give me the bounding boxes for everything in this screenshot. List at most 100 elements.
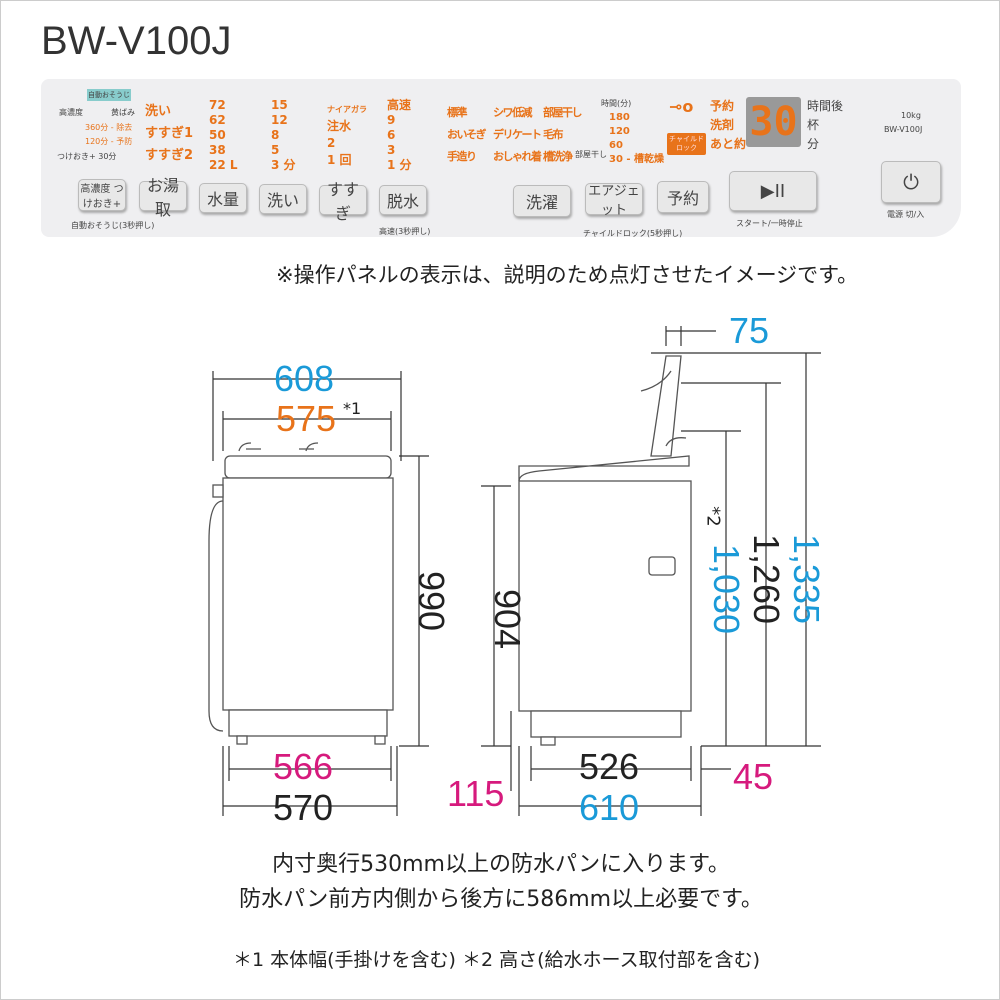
label: 杯 (807, 118, 820, 132)
capacity-label: 10kg (901, 111, 921, 120)
auto-clean-hint: 自動おそうじ(3秒押し) (71, 221, 155, 230)
dim-foot-outer: 570 (273, 787, 334, 828)
laundry-button[interactable]: 洗濯 (513, 185, 571, 217)
dim-height-lid-open: 1,260 (746, 533, 788, 625)
panel-label: 360分 - 除去 (85, 123, 133, 132)
label: 15 (271, 98, 288, 112)
label: あと約 (710, 137, 747, 151)
label: 120 (609, 126, 630, 137)
course: 部屋干し (543, 106, 583, 119)
dim-height-side: 904 (487, 588, 529, 650)
requirement-line-1: 内寸奥行530mm以上の防水パンに入ります。 (272, 852, 730, 877)
dim-width-total: 608 (274, 358, 335, 399)
course: おいそぎ (447, 128, 487, 141)
dim-height-total: 1,335 (786, 533, 828, 625)
model-title: BW-V100J (41, 19, 232, 63)
course-grid: 標準 シワ低減部屋干し おいそぎデリケート毛布 手造り おしゃれ着槽洗浄 (447, 104, 583, 164)
label: 50 (209, 128, 226, 142)
label: 分 (807, 137, 820, 151)
label: 5 (271, 143, 280, 157)
course: おしゃれ着 (493, 150, 542, 163)
course: 手造り (447, 150, 477, 163)
requirement-line-2: 防水パン前方内側から後方に586mm以上必要です。 (239, 887, 763, 912)
label: すすぎ1 (145, 126, 194, 141)
label: 72 (209, 98, 226, 112)
panel-label: 120分 - 予防 (85, 137, 133, 146)
label: 8 (271, 128, 280, 142)
label: 1 分 (387, 158, 412, 172)
airjet-button[interactable]: エアジェット (585, 183, 643, 218)
concentrate-soak-button[interactable]: 高濃度 つけおき+ (78, 179, 126, 211)
label: 1 回 (327, 153, 352, 167)
label: 洗剤 (710, 118, 735, 132)
label: 高速 (387, 98, 412, 112)
label: 予約 (710, 99, 735, 113)
front-view (208, 442, 394, 745)
wash-button[interactable]: 洗い (259, 184, 307, 214)
course: デリケート (493, 128, 542, 141)
label: すすぎ2 (145, 148, 194, 163)
label: ナイアガラ (327, 105, 367, 114)
power-label: 電源 切/入 (887, 210, 925, 219)
dimension-lines (212, 326, 821, 816)
label: 6 (387, 128, 396, 142)
dim-front-offset: 115 (447, 773, 505, 814)
dim-width-mark: *1 (343, 399, 362, 418)
label: 2 (327, 136, 336, 150)
label: 30 - 槽乾燥 (609, 154, 665, 165)
seven-segment-display: 30 (746, 97, 801, 147)
water-level-button[interactable]: 水量 (199, 183, 247, 213)
rinse-column: ナイアガラ注水 2 1 回 (327, 101, 367, 169)
start-pause-button[interactable]: ▶II (729, 171, 817, 211)
course: シワ低減 (493, 106, 533, 119)
model-label: BW-V100J (884, 125, 923, 134)
child-lock-badge: チャイルドロック (667, 133, 706, 155)
child-lock-hint: チャイルドロック(5秒押し) (583, 229, 683, 238)
high-spin-hint: 高速(3秒押し) (379, 227, 431, 236)
label: 12 (271, 113, 288, 127)
key-icon: ⊸o (669, 97, 694, 116)
label: 180 (609, 112, 630, 123)
label: 注水 (327, 119, 352, 133)
course: 槽洗浄 (543, 150, 573, 163)
footnote: ＊1 本体幅(手掛けを含む) ＊2 高さ(給水ホース取付部を含む) (233, 949, 760, 971)
label: 60 (609, 140, 623, 151)
dim-depth-inner: 526 (579, 746, 640, 787)
dim-height-hose: 1,030 (706, 543, 748, 635)
timer-button[interactable]: 予約 (657, 181, 709, 213)
label: 62 (209, 113, 226, 127)
bath-water-button[interactable]: お湯取 (139, 176, 187, 219)
course: 標準 (447, 106, 468, 119)
label: 9 (387, 113, 396, 127)
label: 洗い (145, 104, 172, 119)
label: 3 (387, 143, 396, 157)
dim-lid-offset: 75 (729, 310, 770, 351)
dim-width-body: 575 (276, 398, 337, 439)
spin-button[interactable]: 脱水 (379, 185, 427, 215)
rinse-button[interactable]: すすぎ (319, 180, 367, 223)
dim-hose-mark: *2 (702, 506, 724, 527)
panel-label: 黄ばみ (111, 108, 135, 117)
start-pause-label: スタート/一時停止 (736, 219, 803, 228)
panel-note: ※操作パネルの表示は、説明のため点灯させたイメージです。 (276, 263, 859, 287)
panel-label: 高濃度 (59, 108, 83, 117)
label: 3 分 (271, 158, 296, 172)
dim-depth-total: 610 (579, 787, 640, 828)
label: 22 L (209, 158, 238, 172)
panel-label: つけおき+ 30分 (57, 152, 117, 161)
power-button[interactable]: ⏻ (881, 161, 941, 203)
auto-clean-badge: 自動おそうじ (87, 89, 131, 101)
course: 毛布 (543, 128, 564, 141)
label: 時間後 (807, 99, 844, 113)
side-view (518, 355, 692, 746)
wash-course-column: 洗いすすぎ1 すすぎ2 (145, 101, 193, 167)
dim-height-body: 990 (411, 570, 453, 632)
display-labels-left: 予約洗剤あと約 (710, 97, 746, 154)
dry-label: 部屋干し (575, 150, 607, 159)
